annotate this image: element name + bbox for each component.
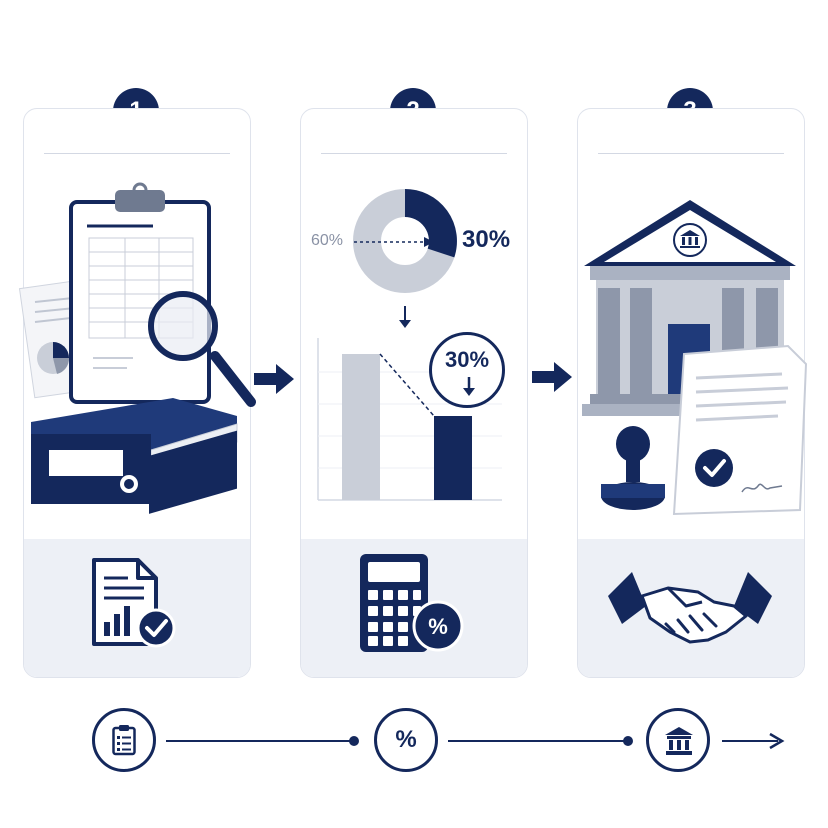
document-review-illustration xyxy=(18,182,256,514)
calculator-percent-label: % xyxy=(428,614,448,639)
bar-before xyxy=(342,354,380,500)
binder-folder-icon xyxy=(31,398,238,514)
bar-after xyxy=(434,416,472,500)
approved-contract-icon xyxy=(672,344,808,516)
magnifying-glass-icon xyxy=(148,291,256,407)
timeline-clipboard-node xyxy=(92,708,156,772)
down-arrow-icon xyxy=(463,377,475,396)
donut-chart xyxy=(353,189,457,293)
reduction-badge-label: 30% xyxy=(444,347,490,372)
bar-chart xyxy=(317,338,502,501)
timeline-percent-label: % xyxy=(395,726,417,753)
timeline-end-arrow-icon xyxy=(722,732,785,750)
timeline-percent-node: % xyxy=(374,708,438,772)
panel-divider xyxy=(598,153,784,154)
timeline-connector xyxy=(166,736,359,746)
down-arrow-icon xyxy=(399,306,411,328)
handshake-icon xyxy=(608,572,772,644)
reduction-badge: 30% xyxy=(429,332,505,408)
panel-divider xyxy=(44,153,230,154)
timeline-connector xyxy=(448,736,633,746)
bank-icon xyxy=(665,727,693,755)
trend-line xyxy=(379,353,435,417)
donut-highlight-slice xyxy=(404,189,457,258)
donut-from-label: 60% xyxy=(311,232,344,249)
arrow-right-icon xyxy=(532,362,572,392)
arrow-right-icon xyxy=(254,364,294,394)
dashed-arrow-icon xyxy=(354,237,434,247)
percent-circle xyxy=(412,600,464,652)
panel-divider xyxy=(321,153,507,154)
timeline-bank-node xyxy=(646,708,710,772)
donut-to-label: 30% xyxy=(462,226,511,253)
rubber-stamp-icon xyxy=(601,426,665,510)
clipboard-icon xyxy=(112,725,136,756)
document-chart-check-icon xyxy=(92,558,176,648)
calculator-icon xyxy=(360,554,464,652)
